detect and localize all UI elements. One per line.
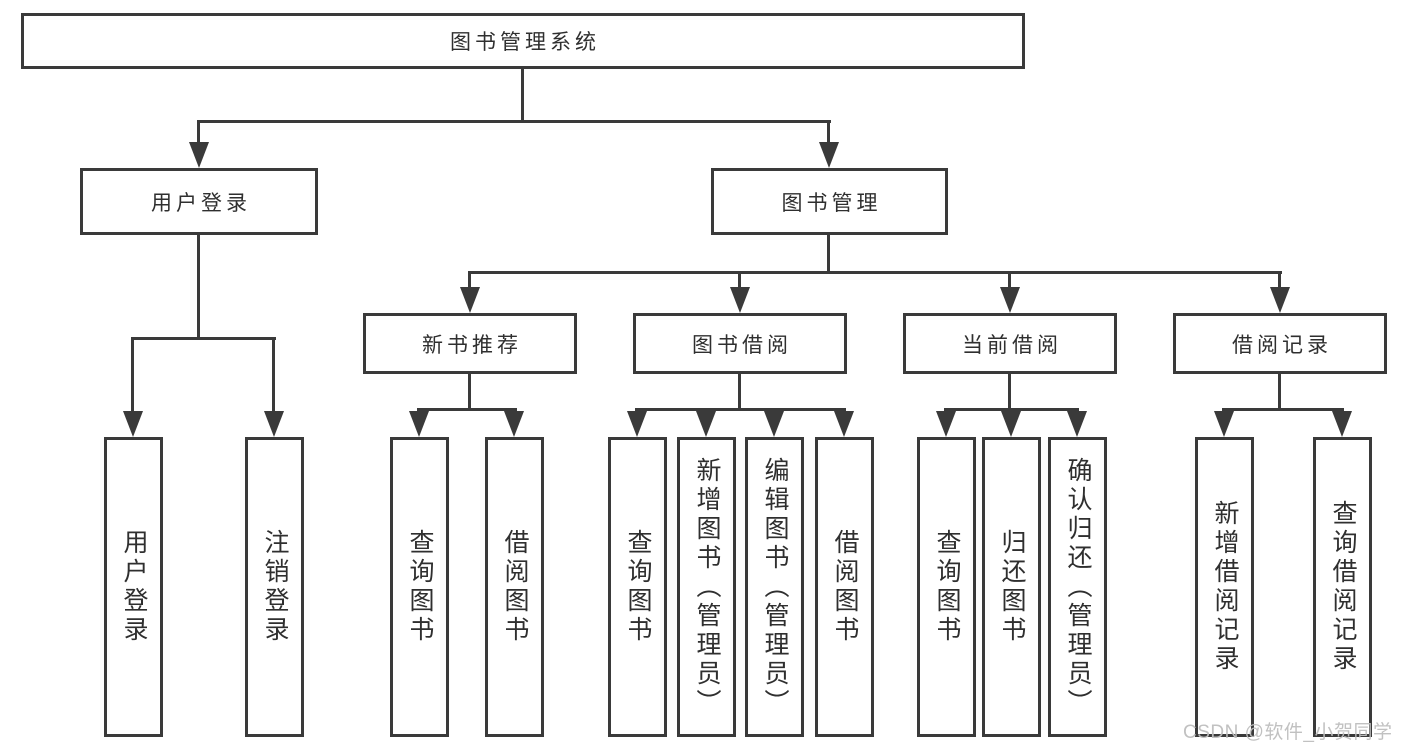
node-borrow-books-recommend: 借阅图书 <box>485 437 544 737</box>
arrowhead-icon <box>123 411 143 437</box>
node-label: 图书管理系统 <box>450 31 600 54</box>
node-label: 新书推荐 <box>422 333 522 357</box>
arrowhead-icon <box>627 411 647 437</box>
node-logout-leaf: 注销登录 <box>245 437 304 737</box>
connector <box>635 408 846 411</box>
arrowhead-icon <box>834 411 854 437</box>
node-system-root: 图书管理系统 <box>21 13 1025 69</box>
arrowhead-icon <box>409 411 429 437</box>
arrowhead-icon <box>460 287 480 313</box>
connector <box>1008 374 1011 411</box>
node-label: 归还图书 <box>998 529 1026 645</box>
node-label: 注销登录 <box>261 529 289 645</box>
node-label: 用户登录 <box>120 529 148 645</box>
node-label: 确认归还（管理员） <box>1064 456 1092 718</box>
node-user-login: 用户登录 <box>80 168 318 235</box>
connector <box>468 374 471 411</box>
connector <box>468 271 1282 274</box>
node-label: 当前借阅 <box>962 333 1062 357</box>
arrowhead-icon <box>1270 287 1290 313</box>
node-label: 编辑图书（管理员） <box>761 456 789 718</box>
connector <box>468 271 471 291</box>
node-label: 查询借阅记录 <box>1329 500 1357 674</box>
node-label: 新增图书（管理员） <box>693 456 721 718</box>
node-label: 查询图书 <box>933 529 961 645</box>
node-current-borrow: 当前借阅 <box>903 313 1117 374</box>
arrowhead-icon <box>264 411 284 437</box>
connector <box>272 337 275 415</box>
node-query-books-current: 查询图书 <box>917 437 976 737</box>
node-label: 借阅图书 <box>501 529 529 645</box>
connector <box>197 120 831 123</box>
connector <box>1222 408 1344 411</box>
connector <box>1008 271 1011 291</box>
node-label: 查询图书 <box>624 529 652 645</box>
connector <box>827 235 830 274</box>
node-book-management: 图书管理 <box>711 168 948 235</box>
connector <box>131 337 276 340</box>
connector <box>738 374 741 411</box>
connector <box>521 69 524 123</box>
node-edit-book-admin: 编辑图书（管理员） <box>745 437 804 737</box>
arrowhead-icon <box>1000 287 1020 313</box>
node-add-book-admin: 新增图书（管理员） <box>677 437 736 737</box>
arrowhead-icon <box>936 411 956 437</box>
node-add-borrow-record: 新增借阅记录 <box>1195 437 1254 737</box>
node-new-book-recommend: 新书推荐 <box>363 313 577 374</box>
node-query-borrow-record: 查询借阅记录 <box>1313 437 1372 737</box>
connector <box>1278 271 1281 291</box>
node-label: 新增借阅记录 <box>1211 500 1239 674</box>
node-query-books-borrow: 查询图书 <box>608 437 667 737</box>
connector <box>417 408 517 411</box>
arrowhead-icon <box>189 142 209 168</box>
node-label: 用户登录 <box>151 191 251 215</box>
arrowhead-icon <box>1067 411 1087 437</box>
arrowhead-icon <box>819 142 839 168</box>
connector <box>197 235 200 340</box>
node-book-borrow: 图书借阅 <box>633 313 847 374</box>
node-query-books-recommend: 查询图书 <box>390 437 449 737</box>
arrowhead-icon <box>1214 411 1234 437</box>
arrowhead-icon <box>696 411 716 437</box>
arrowhead-icon <box>764 411 784 437</box>
arrowhead-icon <box>730 287 750 313</box>
connector <box>131 337 134 415</box>
connector <box>197 120 200 148</box>
arrowhead-icon <box>1001 411 1021 437</box>
node-confirm-return-admin: 确认归还（管理员） <box>1048 437 1107 737</box>
csdn-watermark: CSDN @软件_小贺同学 <box>1183 722 1393 743</box>
connector <box>827 120 830 148</box>
node-label: 图书借阅 <box>692 333 792 357</box>
connector <box>738 271 741 291</box>
node-borrow-records: 借阅记录 <box>1173 313 1387 374</box>
node-label: 借阅记录 <box>1232 333 1332 357</box>
arrowhead-icon <box>1332 411 1352 437</box>
node-label: 借阅图书 <box>831 529 859 645</box>
node-borrow-books-borrow: 借阅图书 <box>815 437 874 737</box>
node-return-book: 归还图书 <box>982 437 1041 737</box>
node-user-login-leaf: 用户登录 <box>104 437 163 737</box>
connector <box>1278 374 1281 411</box>
node-label: 图书管理 <box>781 191 882 215</box>
arrowhead-icon <box>504 411 524 437</box>
node-label: 查询图书 <box>406 529 434 645</box>
